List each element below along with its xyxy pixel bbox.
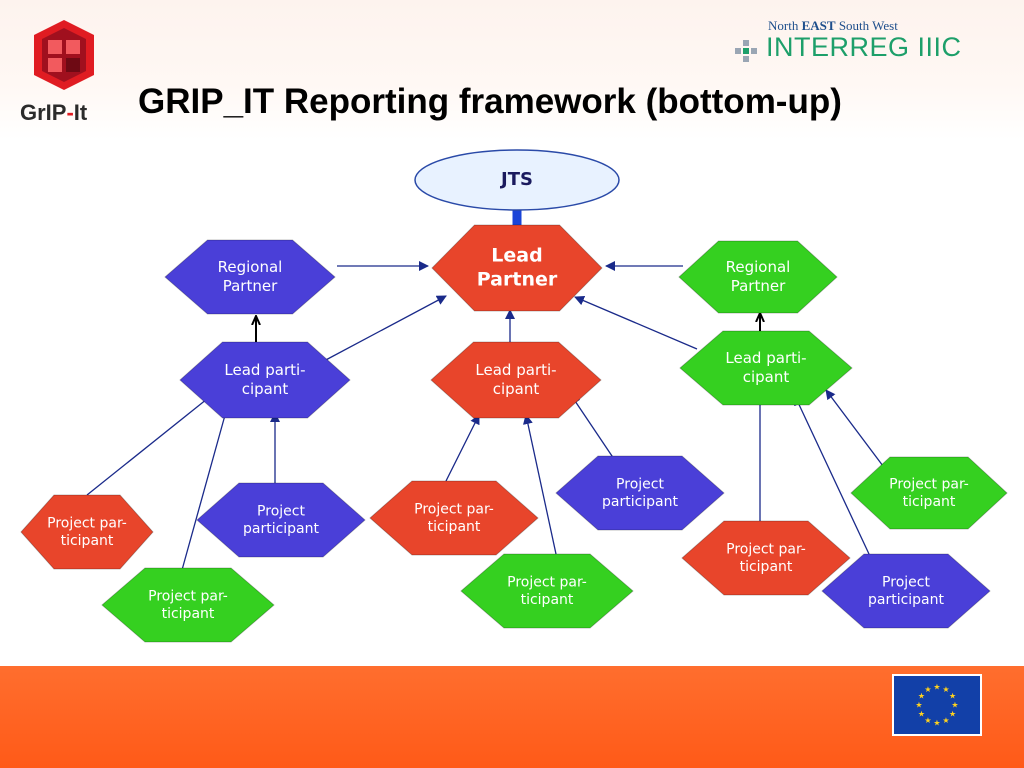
node-label-pp-center-green-line-0: Project par- xyxy=(507,574,587,590)
node-label-lead-participant-center-line-1: cipant xyxy=(493,380,540,398)
node-label-pp-right-green-line-1: ticipant xyxy=(903,494,956,510)
node-shape-pp-right-red xyxy=(681,520,851,596)
node-shape-regional-partner-right xyxy=(678,240,838,314)
node-label-pp-center-blue-line-1: participant xyxy=(602,494,679,510)
eu-star-icon: ★ xyxy=(942,716,949,725)
node-label-pp-center-blue-line-0: Project xyxy=(616,476,664,492)
interreg-logo-text: INTERREG IIIC xyxy=(766,32,962,62)
node-pp-center-red: Project par-ticipant xyxy=(369,480,539,556)
arrow-pp-right-blue-to-lead-participant-right xyxy=(794,395,870,555)
node-label-pp-right-blue-line-0: Project xyxy=(882,574,930,590)
eu-star-icon: ★ xyxy=(933,719,940,728)
node-pp-left-green: Project par-ticipant xyxy=(101,567,275,643)
node-label-pp-left-blue-line-1: participant xyxy=(243,521,320,537)
node-label-pp-right-green-line-0: Project par- xyxy=(889,476,969,492)
eu-star-icon: ★ xyxy=(942,685,949,694)
node-lead-participant-right: Lead parti-cipant xyxy=(679,330,853,406)
arrow-lead-participant-right-to-lead-partner xyxy=(574,295,698,350)
eu-star-icon: ★ xyxy=(949,710,956,719)
node-shape-pp-left-green xyxy=(101,567,275,643)
node-pp-right-red: Project par-ticipant xyxy=(681,520,851,596)
eu-star-icon: ★ xyxy=(918,710,925,719)
node-shape-jts xyxy=(414,149,620,211)
node-shape-pp-center-red xyxy=(369,480,539,556)
node-shape-lead-partner xyxy=(431,224,603,312)
node-jts: JTS xyxy=(414,149,620,211)
node-shape-regional-partner-left xyxy=(164,239,336,315)
node-pp-center-green: Project par-ticipant xyxy=(460,553,634,629)
node-label-lead-participant-left-line-1: cipant xyxy=(242,380,289,398)
node-pp-left-red: Project par-ticipant xyxy=(20,494,154,570)
node-label-regional-partner-right-line-0: Regional xyxy=(726,258,791,276)
node-shape-lead-participant-center xyxy=(430,341,602,419)
arrow-pp-center-blue-to-lead-participant-center xyxy=(570,394,615,460)
grip-it-logo-text: GrIP-It xyxy=(20,100,88,125)
node-pp-right-green: Project par-ticipant xyxy=(850,456,1008,530)
node-label-pp-left-red-line-1: ticipant xyxy=(61,533,114,549)
node-label-lead-participant-left-line-0: Lead parti- xyxy=(224,361,305,379)
eu-star-icon: ★ xyxy=(949,692,956,701)
node-label-jts: JTS xyxy=(499,169,533,190)
node-lead-participant-center: Lead parti-cipant xyxy=(430,341,602,419)
node-label-lead-partner-line-0: Lead xyxy=(491,245,542,267)
node-label-pp-right-blue-line-1: participant xyxy=(868,592,945,608)
eu-star-icon: ★ xyxy=(924,685,931,694)
node-pp-right-blue: Project participant xyxy=(821,553,991,629)
node-label-lead-participant-right-line-1: cipant xyxy=(743,368,790,386)
interreg-dots-icon xyxy=(735,40,757,62)
eu-star-icon: ★ xyxy=(951,701,958,710)
arrow-pp-left-green-to-lead-participant-left xyxy=(181,407,230,571)
node-pp-center-blue: Project participant xyxy=(555,455,725,531)
arrow-pp-center-red-to-lead-participant-center xyxy=(445,414,480,482)
node-label-pp-center-red-line-1: ticipant xyxy=(428,519,481,535)
node-shape-pp-left-blue xyxy=(196,482,366,558)
grip-it-logo-icon xyxy=(34,20,94,90)
page-title: GRIP_IT Reporting framework (bottom-up) xyxy=(138,82,842,121)
eu-flag-icon: ★★★★★★★★★★★★ xyxy=(892,674,982,736)
node-shape-pp-right-blue xyxy=(821,553,991,629)
node-lead-participant-left: Lead parti-cipant xyxy=(179,341,351,419)
node-label-pp-center-red-line-0: Project par- xyxy=(414,501,494,517)
footer: ★★★★★★★★★★★★ xyxy=(0,666,1024,768)
node-shape-lead-participant-right xyxy=(679,330,853,406)
node-label-pp-center-green-line-1: ticipant xyxy=(521,592,574,608)
node-label-lead-participant-center-line-0: Lead parti- xyxy=(475,361,556,379)
node-label-lead-partner-line-1: Partner xyxy=(477,268,558,290)
nodes-layer: JTSLeadPartnerRegionalPartnerRegionalPar… xyxy=(20,149,1008,643)
interreg-subtitle: North EAST South West xyxy=(768,18,898,33)
node-label-regional-partner-left-line-1: Partner xyxy=(223,277,278,295)
node-label-pp-left-green-line-1: ticipant xyxy=(162,606,215,622)
node-pp-left-blue: Project participant xyxy=(196,482,366,558)
node-shape-pp-right-green xyxy=(850,456,1008,530)
node-shape-pp-left-red xyxy=(20,494,154,570)
arrow-pp-right-green-to-lead-participant-right xyxy=(825,389,884,467)
reporting-framework-diagram: JTSLeadPartnerRegionalPartnerRegionalPar… xyxy=(20,149,1008,643)
eu-star-icon: ★ xyxy=(915,701,922,710)
node-shape-pp-center-green xyxy=(460,553,634,629)
eu-star-icon: ★ xyxy=(933,683,940,692)
node-label-lead-participant-right-line-0: Lead parti- xyxy=(725,349,806,367)
eu-star-icon: ★ xyxy=(924,716,931,725)
node-shape-lead-participant-left xyxy=(179,341,351,419)
node-label-regional-partner-left-line-0: Regional xyxy=(218,258,283,276)
node-label-regional-partner-right-line-1: Partner xyxy=(731,277,786,295)
eu-star-icon: ★ xyxy=(918,692,925,701)
node-shape-pp-center-blue xyxy=(555,455,725,531)
arrow-pp-center-green-to-lead-participant-center xyxy=(523,414,557,555)
header: GrIP-It GRIP_IT Reporting framework (bot… xyxy=(0,0,1024,140)
node-label-pp-left-blue-line-0: Project xyxy=(257,503,305,519)
arrow-lead-participant-left-to-lead-partner xyxy=(321,295,447,363)
node-label-pp-left-red-line-0: Project par- xyxy=(47,515,127,531)
arrow-pp-left-red-to-lead-participant-left xyxy=(86,394,213,496)
node-label-pp-right-red-line-1: ticipant xyxy=(740,559,793,575)
node-label-pp-right-red-line-0: Project par- xyxy=(726,541,806,557)
node-label-pp-left-green-line-0: Project par- xyxy=(148,588,228,604)
